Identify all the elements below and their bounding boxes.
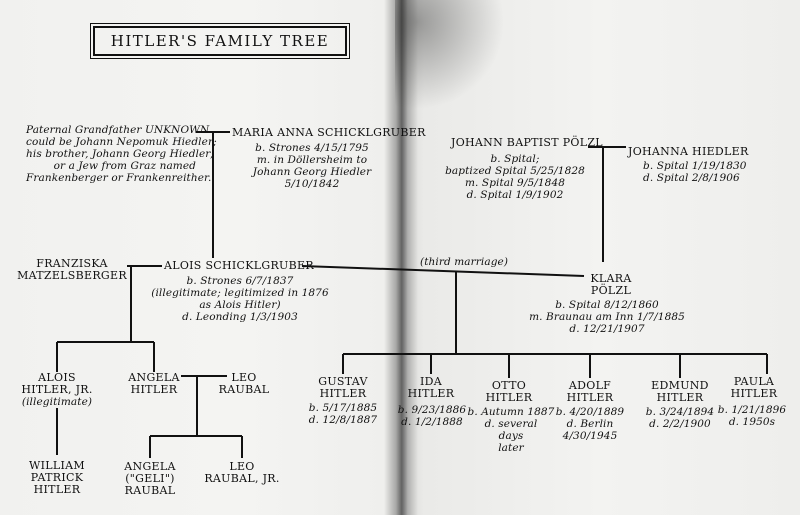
alois-details: b. Strones 6/7/1837 (illegitimate; legit… bbox=[151, 275, 329, 323]
page-title: HITLER'S FAMILY TREE bbox=[110, 32, 330, 50]
otto-name: OTTO HITLER bbox=[485, 379, 533, 404]
adolf-details: b. 4/20/1889 d. Berlin 4/30/1945 bbox=[555, 406, 625, 442]
ida-name: IDA HITLER bbox=[407, 375, 455, 400]
link-alois-klara bbox=[301, 265, 585, 277]
angela-name: ANGELA HITLER bbox=[128, 371, 180, 396]
edmund-details: b. 3/24/1894 d. 2/2/1900 bbox=[645, 406, 715, 430]
edmund-name: EDMUND HITLER bbox=[651, 379, 709, 404]
william-name: WILLIAM PATRICK HITLER bbox=[29, 459, 85, 496]
klara-name: KLARA PÖLZL bbox=[590, 272, 632, 297]
maria-details: b. Strones 4/15/1795 m. in Döllersheim t… bbox=[252, 142, 372, 190]
johanna-details: b. Spital 1/19/1830 d. Spital 2/8/1906 bbox=[643, 160, 747, 184]
ida-details: b. 9/23/1886 d. 1/2/1888 bbox=[397, 404, 467, 428]
adolf-name: ADOLF HITLER bbox=[566, 379, 614, 404]
paula-details: b. 1/21/1896 d. 1950s bbox=[717, 404, 787, 428]
johanna-name: JOHANNA HIEDLER bbox=[628, 145, 749, 158]
klara-details: b. Spital 8/12/1860 m. Braunau am Inn 1/… bbox=[529, 299, 685, 335]
alois-jr-name: ALOIS HITLER, JR. bbox=[21, 371, 93, 396]
franziska-name: FRANZISKA MATZELSBERGER bbox=[17, 257, 127, 282]
paula-name: PAULA HITLER bbox=[730, 375, 778, 400]
gustav-details: b. 5/17/1885 d. 12/8/1887 bbox=[308, 402, 378, 426]
third-marriage-label: (third marriage) bbox=[420, 256, 509, 268]
gustav-name: GUSTAV HITLER bbox=[318, 375, 368, 400]
alois-jr-note: (illegitimate) bbox=[21, 396, 93, 408]
geli-name: ANGELA ("GELI") RAUBAL bbox=[124, 460, 176, 497]
grandfather-note: Paternal Grandfather UNKNOWN could be Jo… bbox=[26, 124, 217, 184]
leo-name: LEO RAUBAL bbox=[218, 371, 270, 396]
alois-name: ALOIS SCHICKLGRUBER bbox=[164, 259, 314, 272]
otto-details: b. Autumn 1887 d. several days later bbox=[467, 406, 555, 454]
johann-name: JOHANN BAPTIST PÖLZL bbox=[451, 136, 603, 149]
leo-jr-name: LEO RAUBAL, JR. bbox=[204, 460, 280, 485]
johann-details: b. Spital; baptized Spital 5/25/1828 m. … bbox=[445, 153, 585, 201]
maria-name: MARIA ANNA SCHICKLGRUBER bbox=[232, 126, 426, 139]
title-box: HITLER'S FAMILY TREE bbox=[93, 26, 347, 56]
